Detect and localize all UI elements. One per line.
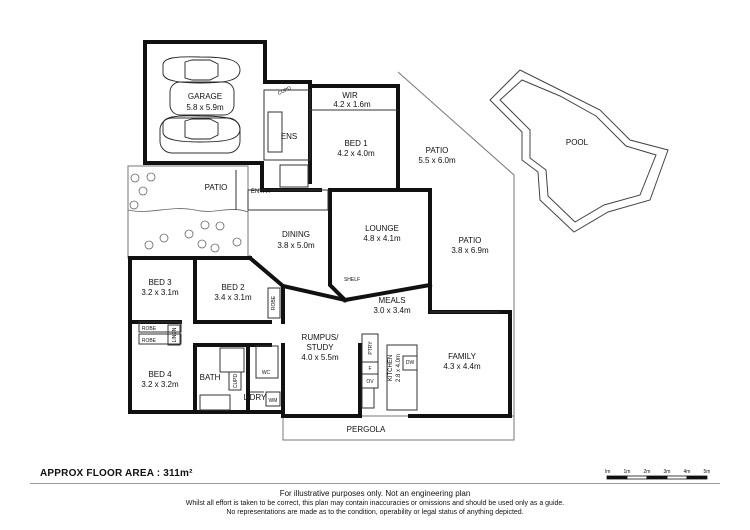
room-patio-left-name: PATIO	[205, 183, 228, 192]
fixture-cupd-ldry: CUPD	[233, 374, 239, 389]
room-patio-right-name: PATIO	[459, 236, 482, 245]
room-pool-name: POOL	[566, 138, 589, 147]
room-rumpus-name-line2: STUDY	[306, 343, 334, 352]
room-bath-name: BATH	[200, 373, 221, 382]
room-bed2-dims: 3.4 x 3.1m	[214, 293, 252, 302]
room-rumpus-dims: 4.0 x 5.5m	[301, 353, 339, 362]
fixture-fridge: F	[368, 366, 371, 372]
disclaimer-line-3: No representations are made as to the co…	[226, 509, 524, 516]
scale-tick-0: 0m	[605, 469, 610, 475]
room-bed2-name: BED 2	[221, 283, 245, 292]
interior-lines	[138, 81, 500, 411]
room-meals-name: MEALS	[378, 296, 405, 305]
room-family-dims: 4.3 x 4.4m	[443, 362, 481, 371]
room-bed3-dims: 3.2 x 3.1m	[141, 288, 179, 297]
room-patio-top-dims: 5.5 x 6.0m	[418, 156, 456, 165]
walls	[128, 40, 512, 418]
fixture-robe-bed2: ROBE	[271, 295, 277, 310]
room-garage-dims: 5.8 x 5.9m	[186, 103, 224, 112]
scale-bar-segments	[606, 475, 708, 480]
fixture-dishwasher: DW	[406, 360, 415, 366]
car-bottom-icon	[162, 115, 241, 143]
patio-top-outline	[397, 71, 515, 416]
room-patio-top-name: PATIO	[426, 146, 449, 155]
car-top-icon	[162, 56, 241, 84]
room-kitchen-name: KITCHEN	[388, 355, 394, 381]
scale-tick-5: 5m	[704, 469, 710, 475]
floor-area-readout: APPROX FLOOR AREA : 311m²	[40, 468, 193, 479]
floor-area-value: 311m²	[163, 468, 193, 479]
disclaimer-line-2: Whilst all effort is taken to be correct…	[185, 500, 565, 507]
light-outlines	[127, 71, 515, 441]
room-patio-right-dims: 3.8 x 6.9m	[451, 246, 489, 255]
room-dining-dims: 3.8 x 5.0m	[277, 241, 315, 250]
room-bed4-dims: 3.2 x 3.2m	[141, 380, 179, 389]
pergola-outline	[282, 415, 515, 441]
room-bed1-name: BED 1	[344, 139, 368, 148]
room-ens-name: ENS	[281, 132, 297, 141]
fixture-shelf: SHELF	[344, 277, 360, 283]
pool-outline	[489, 69, 669, 233]
fixture-wc: WC	[262, 370, 271, 376]
scale-tick-4: 4m	[684, 469, 691, 475]
room-rumpus-name-line1: RUMPUS/	[302, 333, 340, 342]
room-meals-dims: 3.0 x 3.4m	[373, 306, 411, 315]
room-lounge-name: LOUNGE	[365, 224, 399, 233]
garden-shrubs	[127, 172, 249, 253]
fixture-robe-bed4: ROBE	[142, 338, 157, 344]
fixture-ptry: PTRY	[368, 341, 374, 355]
fixture-labels: CUPD ROBE ROBE ROBE LINEN SHELF PTRY F O…	[142, 85, 415, 404]
footer-divider	[30, 483, 720, 484]
fixture-linen: LINEN	[172, 327, 178, 342]
patio-left-outline	[127, 165, 249, 259]
room-kitchen-dims: 2.8 x 4.0m	[396, 354, 402, 382]
fixture-robe-bed3: ROBE	[142, 326, 157, 332]
pool-inner	[499, 79, 657, 223]
scale-bar: 0m 1m 2m 3m 4m 5m	[605, 469, 710, 480]
room-labels: GARAGE 5.8 x 5.9m ENS WIR 4.2 x 1.6m BED…	[141, 91, 588, 434]
room-garage-name: GARAGE	[188, 92, 222, 101]
scale-tick-3: 3m	[664, 469, 671, 475]
room-dining-name: DINING	[282, 230, 310, 239]
scale-tick-2: 2m	[644, 469, 651, 475]
fixture-wm: WM	[269, 398, 278, 404]
room-ldry-name: L'DRY	[244, 393, 267, 402]
floor-area-label: APPROX FLOOR AREA	[40, 468, 154, 479]
room-entry-name: ENTRY	[251, 189, 271, 195]
room-wir-name: WIR	[342, 91, 358, 100]
scale-bar-ticks: 0m 1m 2m 3m 4m 5m	[605, 469, 710, 475]
fixture-oven: OV	[366, 379, 374, 385]
fixture-cupd-garage: CUPD	[277, 85, 293, 97]
room-wir-dims: 4.2 x 1.6m	[333, 100, 371, 109]
scale-tick-1: 1m	[624, 469, 631, 475]
floor-area-separator: :	[153, 468, 164, 479]
room-family-name: FAMILY	[448, 352, 477, 361]
room-lounge-dims: 4.8 x 4.1m	[363, 234, 401, 243]
room-bed1-dims: 4.2 x 4.0m	[337, 149, 375, 158]
disclaimer-line-1: For illustrative purposes only. Not an e…	[279, 489, 471, 498]
room-bed3-name: BED 3	[148, 278, 172, 287]
room-bed4-name: BED 4	[148, 370, 172, 379]
car-icons	[162, 56, 241, 143]
room-pergola-name: PERGOLA	[347, 425, 386, 434]
